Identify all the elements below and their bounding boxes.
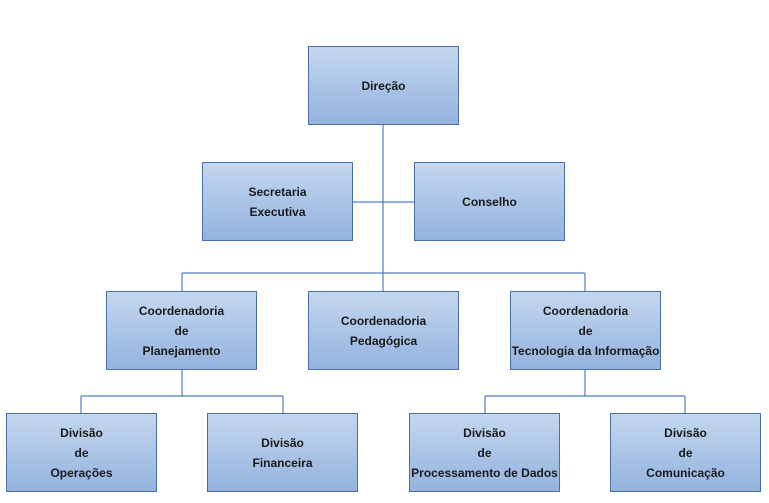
node-divisao-processamento-dados: Divisão de Processamento de Dados <box>409 413 560 492</box>
node-label-line: Conselho <box>462 194 517 209</box>
node-label-line: Coordenadoria <box>138 303 225 318</box>
node-label-line: Coordenadoria <box>340 313 427 328</box>
node-label-line: de <box>477 445 492 460</box>
node-label-line: Divisão <box>60 425 103 440</box>
node-label-line: Processamento de Dados <box>411 465 558 480</box>
node-label-line: Direção <box>361 78 406 93</box>
node-label-line: de <box>678 445 693 460</box>
node-label-line: Divisão <box>261 435 304 450</box>
node-label-line: de <box>174 323 189 338</box>
node-label-line: Divisão <box>463 425 506 440</box>
node-coordenadoria-ti: Coordenadoria de Tecnologia da Informaçã… <box>510 291 661 370</box>
node-divisao-financeira: Divisão Financeira <box>207 413 358 492</box>
node-label-line: Coordenadoria <box>542 303 629 318</box>
node-conselho: Conselho <box>414 162 565 241</box>
node-label-line: Divisão <box>664 425 707 440</box>
node-label-line: Planejamento <box>142 343 221 358</box>
node-divisao-operacoes: Divisão de Operações <box>6 413 157 492</box>
node-label-line: de <box>74 445 89 460</box>
node-label-line: de <box>578 323 593 338</box>
node-coordenadoria-pedagogica: Coordenadoria Pedagógica <box>308 291 459 370</box>
node-label-line: Executiva <box>249 204 306 219</box>
node-label-line: Financeira <box>252 455 313 470</box>
node-coordenadoria-planejamento: Coordenadoria de Planejamento <box>106 291 257 370</box>
node-label-line: Secretaria <box>248 184 307 199</box>
node-label-line: Operações <box>50 465 113 480</box>
node-label-line: Comunicação <box>646 465 725 480</box>
node-divisao-comunicacao: Divisão de Comunicação <box>610 413 761 492</box>
node-label-line: Pedagógica <box>349 333 418 348</box>
node-label-line: Tecnologia da Informação <box>511 343 660 358</box>
node-secretaria-executiva: Secretaria Executiva <box>202 162 353 241</box>
node-direcao: Direção <box>308 46 459 125</box>
